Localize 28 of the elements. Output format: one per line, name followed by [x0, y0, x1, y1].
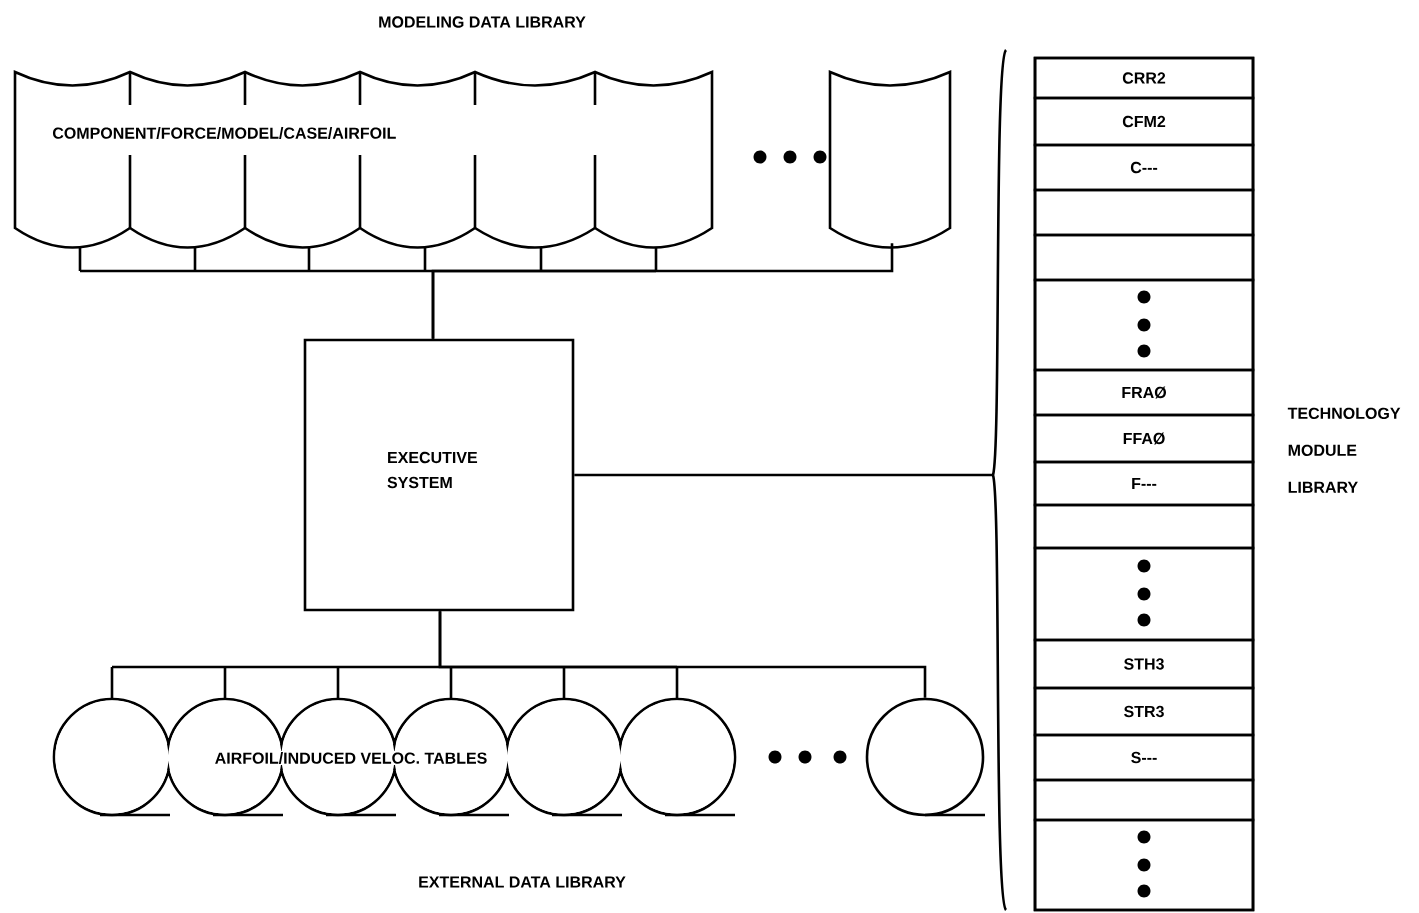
- table-cell: FRAØ: [1033, 368, 1255, 417]
- table-cell: [1033, 778, 1255, 822]
- library-label: EXTERNAL DATA LIBRARY: [419, 876, 626, 888]
- node-label: AIRFOIL/INDUCED VELOC. TABLES: [215, 752, 487, 764]
- disk-row: AIRFOIL/INDUCED VELOC. TABLES: [52, 697, 737, 817]
- library-label: TECHNOLOGY MODULE LIBRARY: [1287, 407, 1401, 493]
- connector: [438, 611, 927, 698]
- table-cell: [1033, 233, 1255, 282]
- table-cell: CFM2: [1033, 96, 1255, 147]
- table-cell: F---: [1033, 460, 1255, 507]
- table-cell: [1033, 278, 1255, 372]
- connector: [573, 48, 1008, 912]
- table-cell: [1033, 818, 1255, 912]
- connector: [431, 243, 894, 339]
- document-stack: COMPONENT/FORCE/MODEL/CASE/AIRFOIL: [13, 70, 714, 249]
- library-label: MODELING DATA LIBRARY: [379, 16, 586, 28]
- table-cell: FFAØ: [1033, 413, 1255, 464]
- table-cell: S---: [1033, 733, 1255, 782]
- table-cell: [1033, 188, 1255, 237]
- disk-shape: [865, 697, 985, 817]
- document-shape: [828, 70, 952, 249]
- table-cell: STH3: [1033, 638, 1255, 690]
- table-cell: CRR2: [1033, 56, 1255, 100]
- table-cell: C---: [1033, 143, 1255, 192]
- table-cell: STR3: [1033, 686, 1255, 737]
- process-box: EXECUTIVE SYSTEM: [303, 338, 575, 612]
- table-cell: [1033, 546, 1255, 642]
- table-cell: [1033, 503, 1255, 550]
